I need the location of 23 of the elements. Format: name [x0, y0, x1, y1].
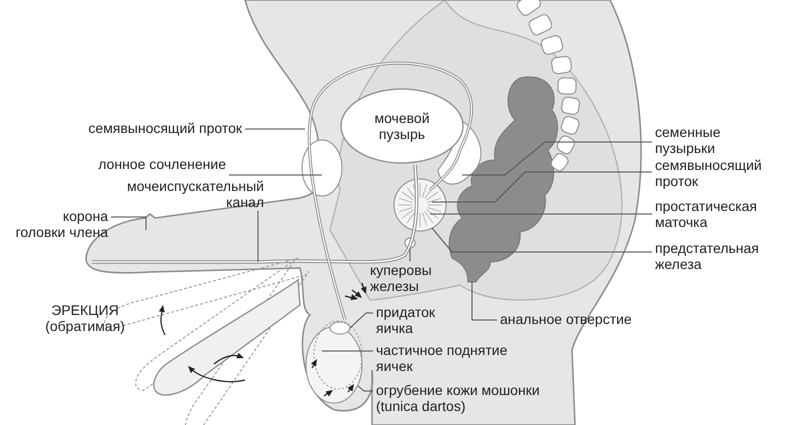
annotation-text: ЭРЕКЦИЯ (обратимая)	[44, 302, 126, 334]
callout-label: мочеиспускательный канал	[100, 178, 264, 210]
callout-label: придаток яичка	[376, 304, 446, 336]
organ-label: мочевой пузырь	[373, 110, 431, 142]
callout-label: лонное сочленение	[40, 156, 226, 172]
callout-label: анальное отверстие	[500, 311, 670, 327]
callout-label: семявыносящий проток	[655, 157, 790, 189]
callout-label: простатическая маточка	[655, 198, 790, 230]
leader-line	[432, 228, 652, 252]
leader-line	[432, 172, 652, 202]
leader-line	[350, 312, 374, 328]
leader-line	[358, 386, 374, 392]
leader-line	[244, 128, 306, 130]
callout-label: частичное поднятие яичек	[376, 342, 534, 374]
callout-label: корона головки члена	[11, 208, 108, 240]
leader-line	[110, 216, 146, 230]
callout-label: огрубение кожи мошонки (tunica dartos)	[376, 382, 576, 414]
leader-line	[228, 174, 322, 176]
leader-line	[462, 142, 652, 176]
callout-label: семявыносящий проток	[20, 120, 242, 136]
callout-label: предстательная железа	[655, 240, 790, 272]
callout-label: куперовы железы	[370, 262, 452, 294]
leader-line	[472, 282, 498, 320]
